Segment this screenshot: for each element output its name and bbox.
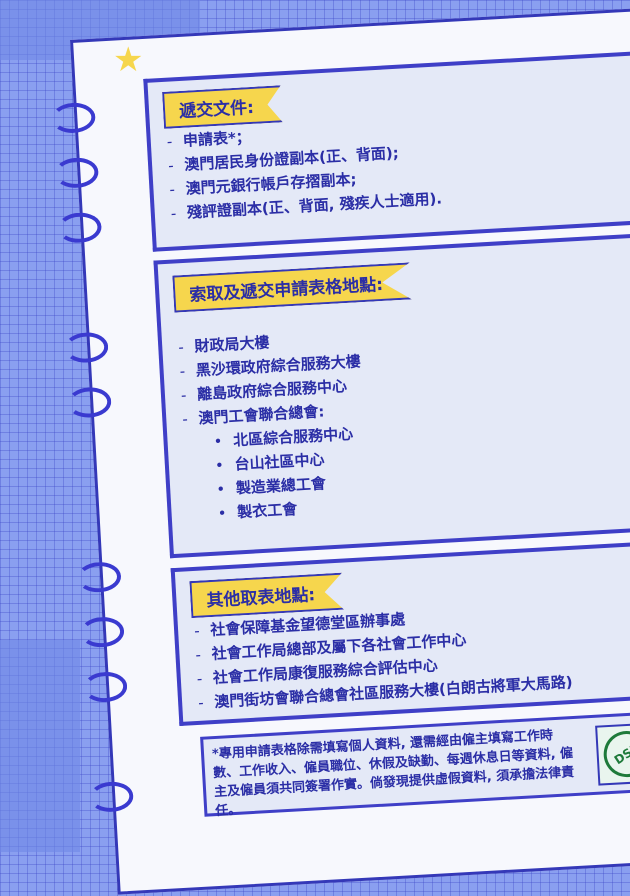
- dsf-logo: DSF: [594, 722, 630, 786]
- spiral-ring: [63, 331, 109, 364]
- spiral-ring: [82, 670, 128, 704]
- locations-title: 索取及遞交申請表格地點:: [172, 262, 412, 312]
- spiral-ring: [79, 615, 125, 649]
- spiral-ring: [88, 780, 135, 814]
- spiral-ring: [66, 386, 113, 419]
- spiral-ring: [56, 211, 103, 244]
- spiral-ring: [50, 101, 97, 135]
- spiral-ring: [53, 156, 100, 190]
- footnote-text: *專用申請表格除需填寫個人資料, 還需經由僱主填寫工作時數、工作收入、僱員職位、…: [211, 728, 575, 820]
- background-patch: [0, 640, 80, 852]
- notebook-page: 遞交文件: 申請表*； 澳門居民身份證副本(正、背面); 澳門元銀行帳戶存摺副本…: [50, 6, 630, 895]
- locations-panel: 索取及遞交申請表格地點: 財政局大樓 黑沙環政府綜合服務大樓 離島政府綜合服務中…: [153, 230, 630, 559]
- documents-title: 遞交文件:: [162, 85, 283, 129]
- documents-panel: 遞交文件: 申請表*； 澳門居民身份證副本(正、背面); 澳門元銀行帳戶存摺副本…: [143, 48, 630, 252]
- other-locations-panel: 其他取表地點: 社會保障基金望德堂區辦事處 社會工作局總部及屬下各社會工作中心 …: [170, 537, 630, 726]
- spiral-ring: [76, 561, 122, 594]
- star-icon: ★: [113, 40, 144, 80]
- footnote-box: *專用申請表格除需填寫個人資料, 還需經由僱主填寫工作時數、工作收入、僱員職位、…: [200, 710, 630, 820]
